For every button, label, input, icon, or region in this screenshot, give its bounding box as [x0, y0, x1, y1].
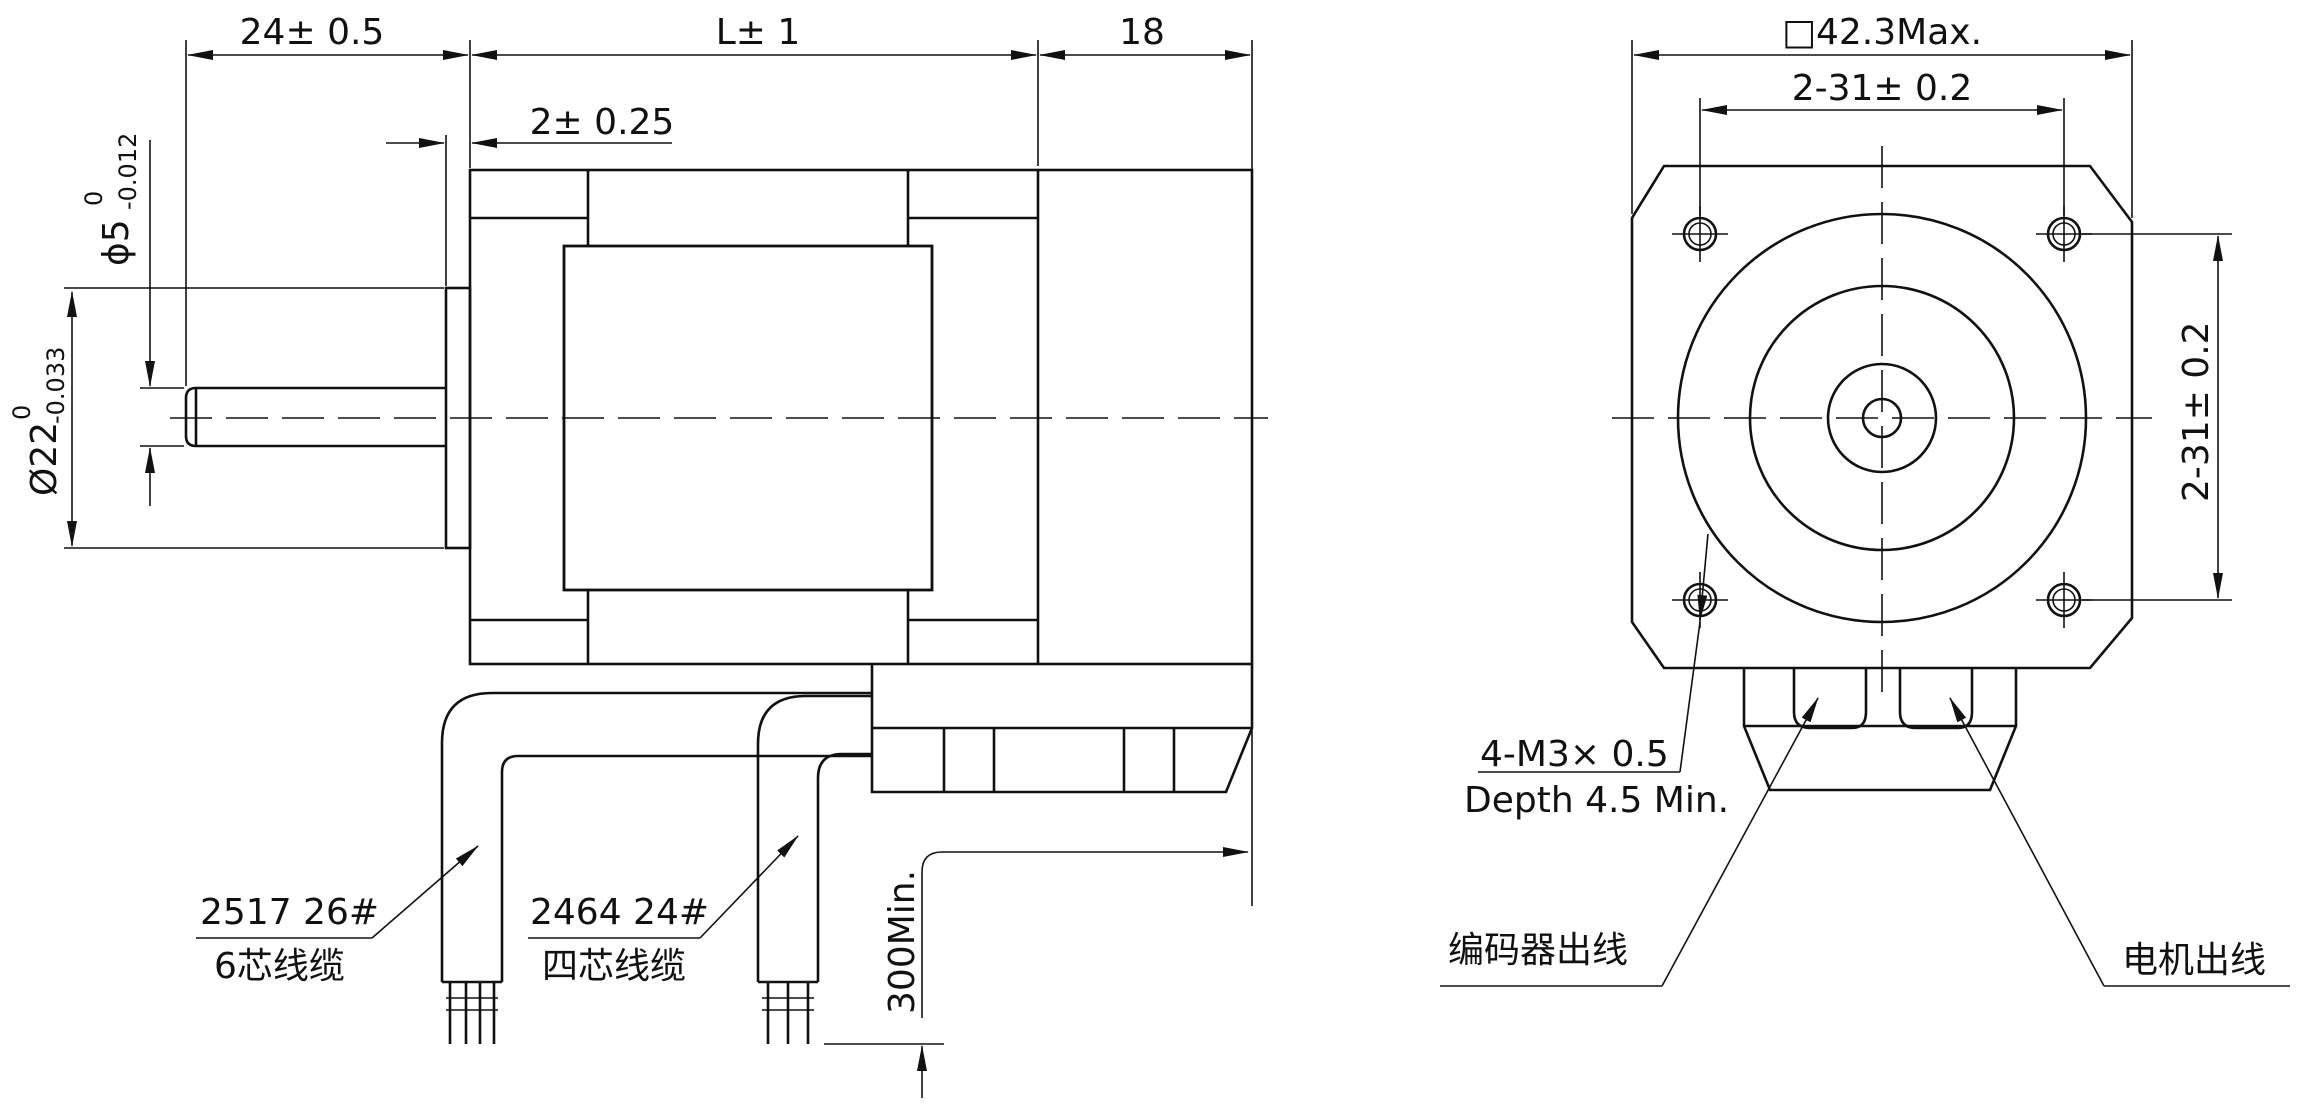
front-view: □42.3Max. 2-31± 0.2 2-31± 0.2 4-M3× 0.5 …	[1440, 12, 2290, 987]
cable-4core	[756, 694, 872, 1044]
dim-shaft-dia-upper: 0	[80, 191, 108, 206]
shaft-circle	[1861, 397, 1903, 439]
dim-shaft-dia-group: ϕ5 0 -0.012	[80, 133, 142, 266]
boss-circle	[1826, 362, 1938, 474]
cable-6core	[440, 691, 872, 1044]
thread-depth: Depth 4.5 Min.	[1464, 780, 1729, 821]
dim-rear-length: 18	[1119, 12, 1165, 53]
outer-circle	[1676, 212, 2088, 624]
dim-body-length: L± 1	[716, 12, 801, 53]
dim-shaft-dia: ϕ5	[96, 219, 137, 266]
flange-outline	[1630, 164, 2134, 670]
dim-shaft-length: 24± 0.5	[240, 12, 385, 53]
shaft	[184, 386, 446, 448]
dim-flange: 2± 0.25	[530, 102, 675, 143]
motor-outlet: 电机出线	[2122, 940, 2266, 981]
dim-hole-v: 2-31± 0.2	[2176, 321, 2217, 502]
dim-shaft-dia-lower: -0.012	[114, 133, 142, 210]
dim-square: □42.3Max.	[1782, 12, 1982, 53]
cable2-spec: 2464 24#	[530, 892, 709, 933]
cable2-desc: 四芯线缆	[542, 946, 686, 987]
dim-boss-dia-upper: 0	[8, 405, 36, 420]
front-connector	[1742, 668, 2018, 792]
motor-body	[468, 168, 1254, 666]
encoder-box	[870, 664, 1254, 794]
dim-boss-dia-group: Ø22 0 -0.033	[8, 347, 70, 496]
dim-boss-dia: Ø22	[24, 422, 65, 496]
side-view: 24± 0.5 L± 1 18 2± 0.25 ϕ5 0 -0.012 Ø22 …	[8, 12, 1268, 1098]
thread-spec: 4-M3× 0.5	[1480, 734, 1669, 775]
cable1-desc: 6芯线缆	[214, 946, 345, 987]
cable1-spec: 2517 26#	[200, 892, 379, 933]
lead-length: 300Min.	[882, 870, 923, 1014]
pilot-circle	[1748, 284, 2016, 552]
dim-boss-dia-lower: -0.033	[42, 347, 70, 424]
encoder-outlet: 编码器出线	[1448, 930, 1628, 971]
dim-hole-h: 2-31± 0.2	[1792, 68, 1973, 109]
